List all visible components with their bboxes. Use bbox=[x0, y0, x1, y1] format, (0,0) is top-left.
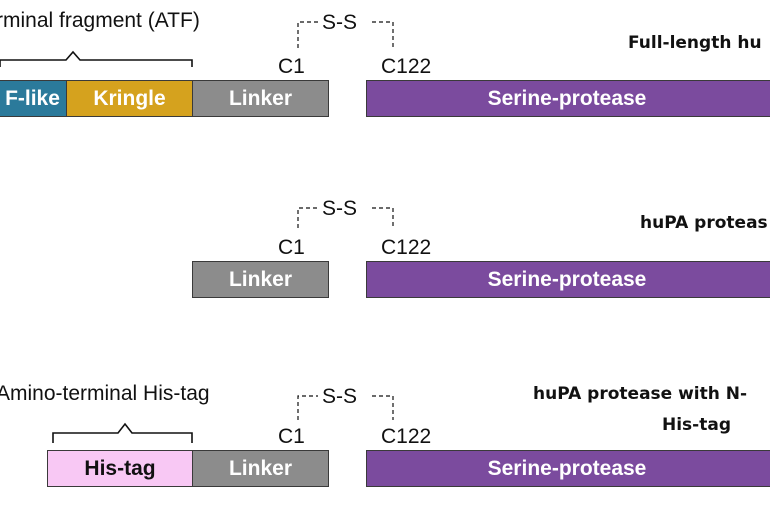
ss-bond-left-row3 bbox=[297, 395, 318, 420]
c122-label-row2: C122 bbox=[381, 236, 432, 259]
c1-label-row3: C1 bbox=[278, 425, 305, 448]
row3-title-line1: huPA protease with N- bbox=[533, 384, 748, 404]
serine-protease-domain-row3: Serine-protease bbox=[366, 450, 770, 487]
ss-bond-right-row2 bbox=[372, 207, 394, 228]
ss-bond-left-row1 bbox=[297, 21, 318, 48]
atf-label: rminal fragment (ATF) bbox=[0, 9, 200, 32]
histag-label: His-tag bbox=[84, 456, 156, 480]
egf-like-label: F-like bbox=[5, 86, 60, 110]
atf-bracket bbox=[0, 50, 193, 67]
serine-label-row1: Serine-protease bbox=[487, 86, 647, 110]
ss-bond-right-row3 bbox=[372, 395, 394, 420]
serine-label-row2: Serine-protease bbox=[487, 267, 647, 291]
ss-bond-left-row2 bbox=[297, 207, 318, 228]
histag-bracket-label: Amino-terminal His-tag bbox=[0, 382, 210, 405]
row2-title: huPA proteas bbox=[640, 213, 768, 233]
row1-title: Full-length hu bbox=[628, 33, 762, 53]
linker-label-row1: Linker bbox=[228, 86, 293, 110]
linker-label-row3: Linker bbox=[228, 456, 293, 480]
serine-protease-domain-row2: Serine-protease bbox=[366, 261, 770, 298]
kringle-label: Kringle bbox=[93, 86, 166, 110]
serine-protease-domain-row1: Serine-protease bbox=[366, 80, 770, 117]
c122-label-row1: C122 bbox=[381, 55, 432, 78]
egf-like-domain: F-like bbox=[0, 80, 67, 117]
serine-label-row3: Serine-protease bbox=[487, 456, 647, 480]
linker-label-row2: Linker bbox=[228, 267, 293, 291]
histag-bracket bbox=[52, 422, 193, 443]
ss-bond-right-row1 bbox=[372, 21, 394, 48]
c1-label-row1: C1 bbox=[278, 55, 305, 78]
c1-label-row2: C1 bbox=[278, 236, 305, 259]
kringle-domain: Kringle bbox=[66, 80, 193, 117]
ss-label-row2: S-S bbox=[322, 197, 358, 220]
linker-domain-row2: Linker bbox=[192, 261, 329, 298]
linker-domain-row3: Linker bbox=[192, 450, 329, 487]
ss-label-row3: S-S bbox=[322, 385, 358, 408]
histag-domain: His-tag bbox=[47, 450, 193, 487]
row3-title-line2: His-tag bbox=[662, 415, 731, 435]
ss-label-row1: S-S bbox=[322, 11, 358, 34]
c122-label-row3: C122 bbox=[381, 425, 432, 448]
linker-domain-row1: Linker bbox=[192, 80, 329, 117]
